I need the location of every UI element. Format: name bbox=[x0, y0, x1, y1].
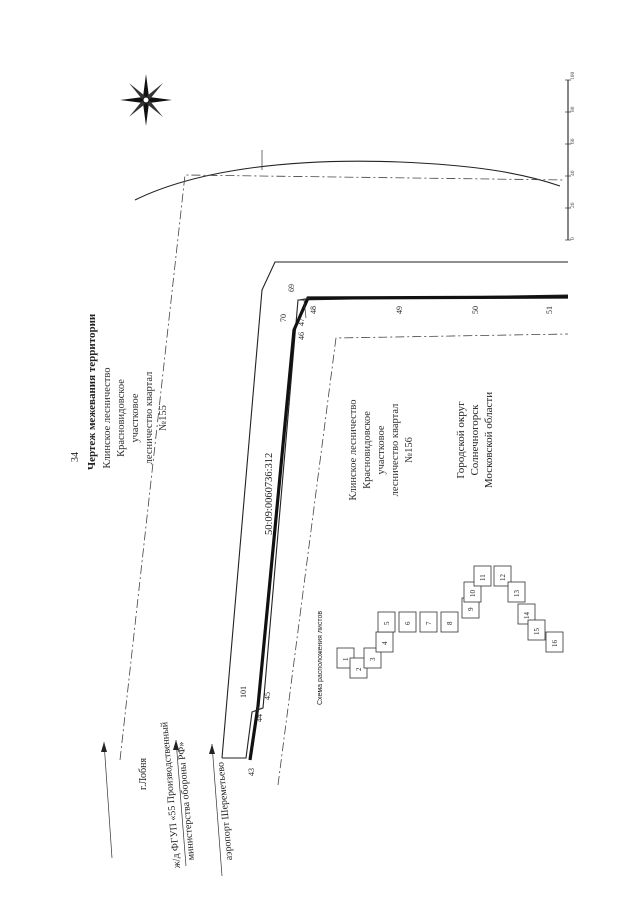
city-label: Городской округ Солнечногорск Московской… bbox=[455, 392, 495, 488]
sheet-16: 16 bbox=[545, 631, 564, 653]
svg-text:№155: №155 bbox=[158, 405, 169, 431]
sheet-14: 14 bbox=[517, 603, 536, 625]
point-label-45: 45 bbox=[263, 692, 272, 700]
sheet-11: 11 bbox=[473, 565, 492, 587]
point-label-44: 44 bbox=[255, 714, 264, 722]
sheet-12: 12 bbox=[493, 565, 512, 587]
sheet-15: 15 bbox=[527, 619, 546, 641]
sheet-4: 4 bbox=[375, 631, 394, 653]
road-curve bbox=[134, 160, 561, 201]
svg-text:Московской области: Московской области bbox=[483, 392, 495, 488]
svg-text:13: 13 bbox=[513, 590, 521, 598]
boundary-outer bbox=[119, 174, 566, 761]
svg-text:Клинское лесничество: Клинское лесничество bbox=[102, 367, 113, 468]
connector-46-48 bbox=[297, 297, 311, 319]
plot-boundary-thick bbox=[248, 295, 569, 761]
svg-text:Красновидовское: Красновидовское bbox=[116, 379, 127, 457]
point-label-51: 51 bbox=[545, 306, 554, 314]
point-label-49: 49 bbox=[395, 306, 404, 314]
svg-text:14: 14 bbox=[523, 612, 531, 620]
sheet-2: 2 bbox=[349, 657, 368, 679]
point-label-46: 46 bbox=[297, 332, 306, 340]
forestry-label-156: Клинское лесничество Красновидовское уча… bbox=[348, 399, 415, 500]
svg-text:Солнечногорск: Солнечногорск bbox=[469, 404, 481, 476]
svg-text:6: 6 bbox=[404, 621, 412, 625]
sheet-8: 8 bbox=[440, 611, 459, 633]
svg-text:16: 16 bbox=[551, 640, 559, 648]
cadastral-number: 50:09:0060736:312 bbox=[264, 453, 275, 535]
svg-text:10: 10 bbox=[469, 590, 477, 598]
svg-text:1: 1 bbox=[342, 657, 350, 661]
svg-text:Красновидовское: Красновидовское bbox=[362, 411, 373, 489]
svg-text:2: 2 bbox=[355, 667, 363, 671]
svg-text:№156: №156 bbox=[404, 437, 415, 463]
svg-text:8: 8 bbox=[446, 621, 454, 625]
point-label-69: 69 bbox=[287, 284, 296, 292]
point-label-47: 47 bbox=[297, 318, 306, 326]
road-label: г.Лобня bbox=[138, 758, 149, 790]
sheet-10: 10 bbox=[463, 581, 482, 603]
point-label-70: 70 bbox=[279, 314, 288, 322]
boundary-inner bbox=[277, 333, 569, 786]
forestry-label-155: Клинское лесничество Красновидовское уча… bbox=[102, 367, 169, 468]
connector-44-45 bbox=[251, 706, 263, 718]
sheet-13: 13 bbox=[507, 581, 526, 603]
svg-text:11: 11 bbox=[479, 574, 487, 581]
point-label-43: 43 bbox=[247, 768, 256, 776]
airport-label: аэропорт Шереметьево bbox=[215, 762, 235, 861]
road-arrow-lobnya: г.Лобня bbox=[101, 741, 149, 859]
sheet-6: 6 bbox=[398, 611, 417, 633]
point-label-48: 48 bbox=[309, 306, 318, 314]
scale-bar: 0 20 40 60 80 100 bbox=[565, 72, 576, 241]
page-number: 34 bbox=[70, 452, 81, 462]
scale-label-60: 60 bbox=[570, 138, 576, 144]
svg-text:4: 4 bbox=[381, 641, 389, 645]
sheet-7: 7 bbox=[419, 611, 438, 633]
airport-arrow: аэропорт Шереметьево bbox=[209, 743, 235, 877]
sheet-5: 5 bbox=[377, 611, 396, 633]
compass-rose-icon bbox=[120, 74, 172, 126]
scale-label-100: 100 bbox=[570, 72, 576, 81]
scale-label-20: 20 bbox=[570, 202, 576, 208]
svg-text:7: 7 bbox=[425, 621, 433, 625]
point-label-50: 50 bbox=[471, 306, 480, 314]
scale-label-40: 40 bbox=[570, 170, 576, 176]
svg-text:участковое: участковое bbox=[376, 425, 387, 475]
sheet-3: 3 bbox=[363, 647, 382, 669]
scale-label-0: 0 bbox=[570, 237, 576, 240]
svg-text:лесничество квартал: лесничество квартал bbox=[144, 372, 155, 465]
rail-arrow: ж/д ФГУП «55 Производственный министерст… bbox=[159, 721, 197, 870]
svg-text:15: 15 bbox=[533, 628, 541, 636]
svg-text:9: 9 bbox=[467, 607, 475, 611]
svg-text:лесничество квартал: лесничество квартал bbox=[390, 404, 401, 497]
svg-text:Клинское лесничество: Клинское лесничество bbox=[348, 399, 359, 500]
sheet-scheme-title: Схема расположения листов bbox=[317, 611, 324, 705]
page-title: Чертеж межевания территории bbox=[86, 313, 98, 470]
svg-text:12: 12 bbox=[499, 574, 507, 582]
svg-text:участковое: участковое bbox=[130, 393, 141, 443]
road-edge-line bbox=[221, 261, 568, 759]
svg-text:Городской округ: Городской округ bbox=[455, 401, 467, 479]
svg-text:5: 5 bbox=[383, 621, 391, 625]
sheet-layout-scheme: Схема расположения листов 1 2 3 4 5 6 7 bbox=[317, 565, 564, 705]
point-label-101: 101 bbox=[239, 686, 248, 698]
scale-label-80: 80 bbox=[570, 106, 576, 112]
svg-text:3: 3 bbox=[369, 657, 377, 661]
